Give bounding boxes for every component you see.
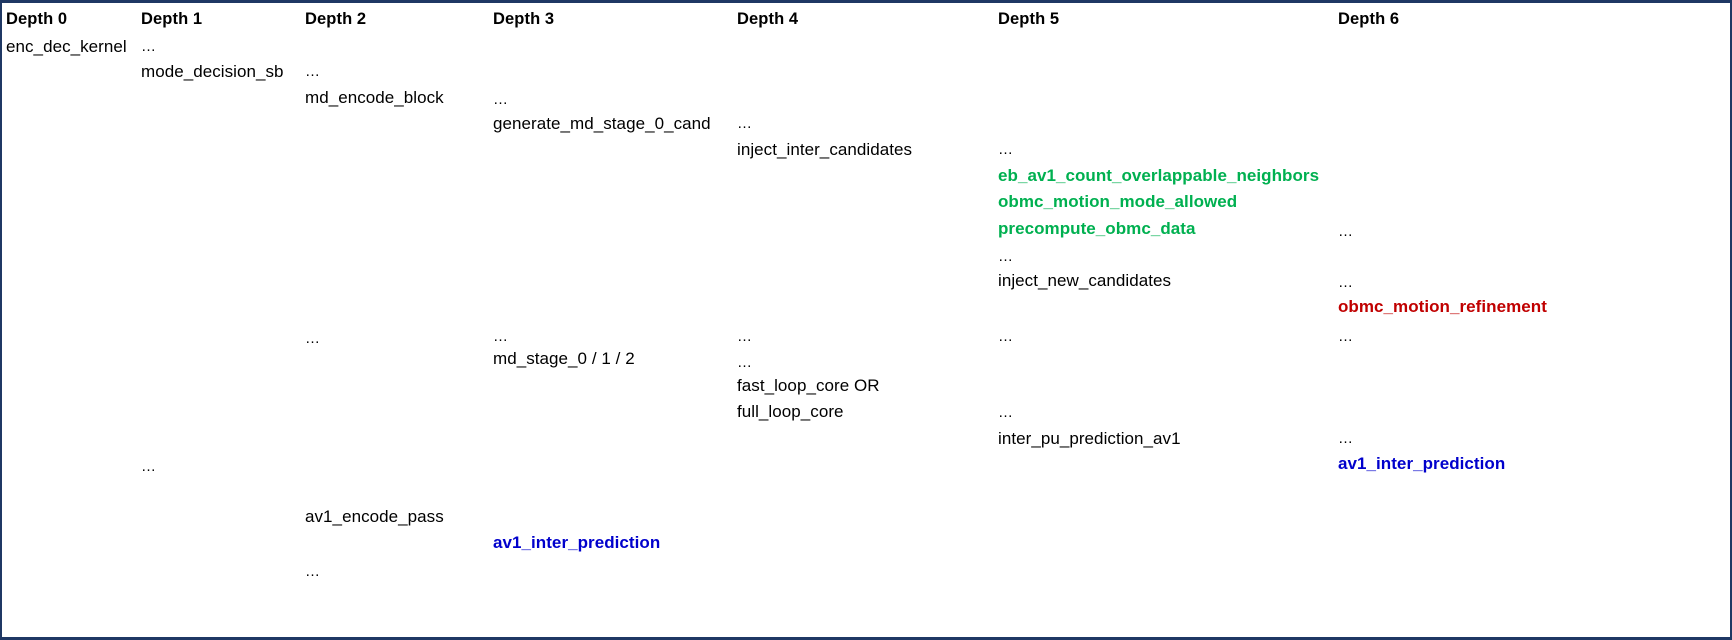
- cell-ellipsis-depth-2: …: [305, 563, 321, 580]
- cell-function-depth-2: md_encode_block: [305, 88, 444, 107]
- cell-function-depth-4: fast_loop_core OR: [737, 376, 880, 395]
- cell-ellipsis-depth-3: …: [493, 328, 509, 345]
- cell-function-depth-3: generate_md_stage_0_cand: [493, 114, 711, 133]
- cell-function-depth-6: obmc_motion_refinement: [1338, 297, 1547, 316]
- cell-ellipsis-depth-6: …: [1338, 328, 1354, 345]
- cell-function-depth-5: inject_new_candidates: [998, 271, 1172, 290]
- cell-ellipsis-depth-4: …: [737, 354, 753, 371]
- cell-ellipsis-depth-5: …: [998, 328, 1014, 345]
- table-border-left: [0, 3, 2, 637]
- cell-ellipsis-depth-6: …: [1338, 430, 1354, 447]
- cell-ellipsis-depth-3: …: [493, 91, 509, 108]
- column-header-depth-3: Depth 3: [493, 10, 555, 28]
- cell-function-depth-3: md_stage_0 / 1 / 2: [493, 349, 635, 368]
- column-header-depth-5: Depth 5: [998, 10, 1060, 28]
- cell-function-depth-3: av1_inter_prediction: [493, 533, 661, 552]
- table-border-right: [1730, 3, 1732, 637]
- cell-function-depth-5: precompute_obmc_data: [998, 219, 1196, 238]
- column-header-depth-6: Depth 6: [1338, 10, 1400, 28]
- cell-function-depth-2: av1_encode_pass: [305, 507, 444, 526]
- cell-function-depth-5: obmc_motion_mode_allowed: [998, 192, 1238, 211]
- column-header-depth-2: Depth 2: [305, 10, 367, 28]
- cell-function-depth-1: mode_decision_sb: [141, 62, 284, 81]
- cell-ellipsis-depth-6: …: [1338, 223, 1354, 240]
- cell-ellipsis-depth-4: …: [737, 115, 753, 132]
- cell-ellipsis-depth-5: …: [998, 141, 1014, 158]
- cell-ellipsis-depth-4: …: [737, 328, 753, 345]
- column-header-depth-0: Depth 0: [6, 10, 68, 28]
- cell-ellipsis-depth-1: …: [141, 458, 157, 475]
- column-header-depth-4: Depth 4: [737, 10, 799, 28]
- cell-function-depth-5: eb_av1_count_overlappable_neighbors: [998, 166, 1320, 185]
- cell-ellipsis-depth-2: …: [305, 330, 321, 347]
- cell-ellipsis-depth-6: …: [1338, 274, 1354, 291]
- cell-function-depth-4: full_loop_core: [737, 402, 844, 421]
- cell-function-depth-0: enc_dec_kernel: [6, 37, 127, 56]
- cell-ellipsis-depth-1: …: [141, 38, 157, 55]
- depth-table-grid: Depth 0 Depth 1 Depth 2 Depth 3 Depth 4 Depth…: [0, 3, 1732, 637]
- cell-ellipsis-depth-5: …: [998, 248, 1014, 265]
- cell-ellipsis-depth-2: …: [305, 63, 321, 80]
- cell-function-depth-6: av1_inter_prediction: [1338, 454, 1506, 473]
- cell-ellipsis-depth-5: …: [998, 404, 1014, 421]
- column-header-depth-1: Depth 1: [141, 10, 203, 28]
- cell-function-depth-4: inject_inter_candidates: [737, 140, 913, 159]
- cell-function-depth-5: inter_pu_prediction_av1: [998, 429, 1181, 448]
